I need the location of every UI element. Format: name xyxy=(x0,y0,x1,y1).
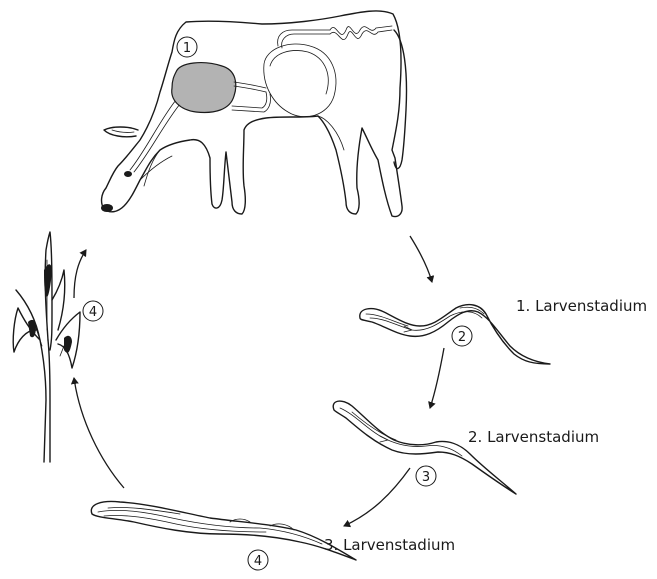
marker-grass: 4 xyxy=(83,301,103,321)
svg-text:1: 1 xyxy=(183,41,191,56)
svg-text:4: 4 xyxy=(89,305,97,320)
cycle-arrow-icon xyxy=(74,250,86,298)
cycle-arrow-icon xyxy=(430,348,444,408)
marker-larva-3: 4 xyxy=(248,550,268,570)
marker-larva-1: 2 xyxy=(452,326,472,346)
stage-3-label: 3. Larvenstadium xyxy=(324,536,455,554)
cycle-arrow-icon xyxy=(74,378,124,488)
svg-text:4: 4 xyxy=(254,554,262,569)
marker-cow: 1 xyxy=(177,37,197,57)
cycle-arrow-icon xyxy=(410,236,432,282)
svg-text:2: 2 xyxy=(458,330,466,345)
marker-larva-2: 3 xyxy=(416,466,436,486)
stage-1-label: 1. Larvenstadium xyxy=(516,297,647,315)
stage-2-label: 2. Larvenstadium xyxy=(468,428,599,446)
larva-icon xyxy=(91,502,356,561)
svg-text:3: 3 xyxy=(422,470,430,485)
cow-icon xyxy=(101,11,407,217)
cycle-arrow-icon xyxy=(344,468,410,526)
grass-icon xyxy=(13,232,80,462)
